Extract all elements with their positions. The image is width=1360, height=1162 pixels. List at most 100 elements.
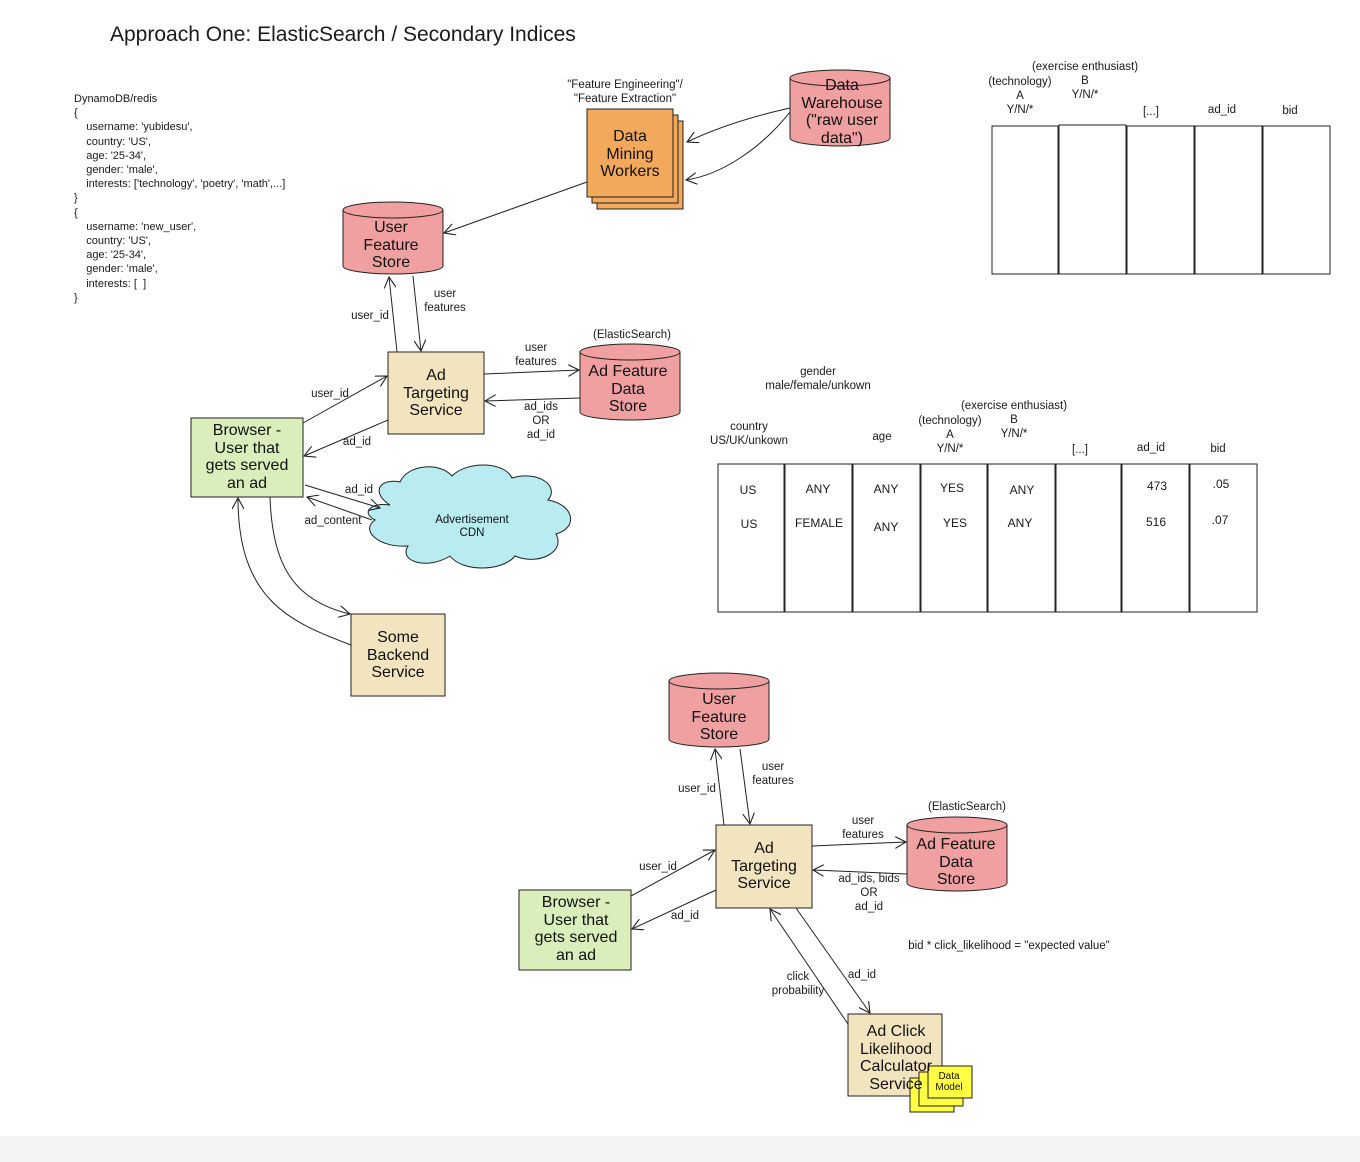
table2-cell: 516: [1145, 515, 1167, 529]
edge-label-ad-ids-or: ad_ids OR ad_id: [524, 401, 558, 441]
table1-header-more: [...]: [1143, 106, 1159, 118]
top-edges: [238, 107, 791, 646]
table2-cell: FEMALE: [794, 516, 844, 530]
edge-label-user-features-2: user features: [515, 342, 557, 368]
b-edge-label-user-features-1: user features: [752, 761, 794, 787]
some-backend-service[interactable]: [350, 613, 446, 697]
edge-b-service-to-calc: [795, 907, 870, 1013]
ad-targeting-service-top-label: Ad Targeting Service: [403, 366, 469, 419]
table2-cell: ANY: [1009, 483, 1035, 497]
table2-header-ad-id: ad_id: [1136, 442, 1166, 454]
user-feature-store-top-label: User Feature Store: [363, 218, 419, 271]
table2-cell: ANY: [873, 482, 899, 496]
edge-b-userstore-to-service: [739, 748, 750, 824]
user-feature-store-top[interactable]: [342, 201, 444, 275]
b-edge-label-user-features-2: user features: [842, 815, 884, 841]
b-edge-label-ad-id-2: ad_id: [847, 969, 877, 981]
data-warehouse-label: Data Warehouse ("raw user data"): [801, 77, 883, 147]
table2-header-gender: gender male/female/unkown: [765, 366, 871, 392]
table2-header-a: (technology) A Y/N/*: [918, 415, 982, 455]
expected-value-formula: bid * click_likelihood = "expected value…: [908, 940, 1110, 952]
edge-workers-to-warehouse: [686, 111, 791, 180]
edge-b-adstore-to-service: [813, 870, 908, 874]
edge-browser-to-backend: [269, 496, 350, 614]
elasticsearch-caption-bottom: (ElasticSearch): [928, 801, 1006, 813]
edge-cdn-to-browser: [307, 497, 373, 521]
data-mining-workers-label: Data Mining Workers: [600, 127, 660, 180]
ad-targeting-service-bottom[interactable]: [715, 824, 813, 909]
edge-label-user-features-1: user features: [424, 288, 466, 314]
table2-cell: YES: [942, 516, 968, 530]
table1-header-ad-id: ad_id: [1207, 104, 1237, 116]
edge-browser-to-cdn: [304, 484, 380, 508]
table2-cell: .05: [1212, 477, 1230, 491]
browser-top[interactable]: [190, 417, 304, 498]
ad-targeting-service-top[interactable]: [387, 351, 485, 435]
edge-b-browser-to-service: [630, 850, 715, 897]
table2-cell: ANY: [1007, 516, 1033, 530]
data-warehouse[interactable]: [789, 69, 891, 147]
browser-bottom[interactable]: [518, 889, 632, 971]
edge-userstore-to-service: [412, 275, 421, 351]
edge-label-ad-id-1: ad_id: [342, 436, 372, 448]
bottom-strip: [0, 1136, 1360, 1162]
edge-service-to-userstore: [389, 277, 398, 353]
user-record-example: DynamoDB/redis { username: 'yubidesu', c…: [74, 93, 286, 304]
ad-feature-store-bottom-label: Ad Feature Data Store: [916, 835, 996, 888]
user-feature-store-bottom-label: User Feature Store: [691, 690, 747, 743]
b-edge-label-ad-id-1: ad_id: [670, 910, 700, 922]
feature-engineering-caption: "Feature Engineering"/ "Feature Extracti…: [567, 79, 683, 105]
b-edge-label-click-probability: click probability: [771, 971, 825, 997]
edge-label-user-id-2: user_id: [311, 388, 349, 400]
table2-header-age: age: [872, 431, 892, 443]
table2-cell: ANY: [805, 482, 831, 496]
page-title: Approach One: ElasticSearch / Secondary …: [110, 23, 576, 46]
browser-top-label: Browser - User that gets served an ad: [205, 422, 289, 492]
advertisement-cdn[interactable]: [367, 464, 572, 569]
ad-feature-store-top[interactable]: [579, 343, 681, 421]
ad-feature-store-top-label: Ad Feature Data Store: [588, 362, 668, 415]
b-edge-label-user-id-2: user_id: [639, 861, 677, 873]
table1-header-b: (exercise enthusiast) B Y/N/*: [1031, 61, 1139, 101]
edge-browser-to-service: [302, 376, 387, 424]
table2-cell: US: [739, 483, 757, 497]
user-feature-store-bottom[interactable]: [668, 672, 770, 748]
ad-feature-store-bottom[interactable]: [906, 816, 1008, 892]
table2-cell: US: [740, 517, 758, 531]
edge-b-calc-to-service: [770, 909, 849, 1025]
ad-click-calculator-label: Ad Click Likelihood Calculator Service: [859, 1023, 933, 1093]
data-model-label: Data Model: [935, 1071, 963, 1093]
ad-targeting-service-bottom-label: Ad Targeting Service: [731, 839, 797, 892]
bottom-edges: [630, 748, 908, 1025]
table1-header-bid: bid: [1282, 105, 1298, 117]
table-one: [991, 124, 1331, 275]
b-edge-label-user-id-1: user_id: [678, 783, 716, 795]
table2-header-bid: bid: [1210, 443, 1226, 455]
edge-label-ad-content: ad_content: [304, 515, 362, 527]
table2-cell: .07: [1211, 513, 1229, 527]
table2-cell: YES: [939, 481, 965, 495]
advertisement-cdn-label: Advertisement CDN: [435, 514, 509, 539]
table2-header-more: [...]: [1072, 444, 1088, 456]
edge-b-service-to-adstore: [811, 842, 906, 846]
edge-service-to-browser: [304, 419, 389, 456]
table2-header-country: country US/UK/unkown: [710, 421, 788, 447]
data-mining-workers[interactable]: [586, 108, 684, 210]
some-backend-service-label: Some Backend Service: [366, 628, 430, 681]
edge-service-to-adstore: [483, 370, 579, 374]
elasticsearch-caption-top: (ElasticSearch): [593, 329, 671, 341]
b-edge-label-ad-ids-bids: ad_ids, bids OR ad_id: [838, 873, 900, 913]
data-model-stack[interactable]: [909, 1065, 973, 1113]
table-two: [717, 463, 1258, 613]
edge-backend-to-browser: [238, 498, 352, 646]
table2-cell: ANY: [873, 520, 899, 534]
edge-b-service-to-userstore: [715, 749, 725, 826]
table2-header-b: (exercise enthusiast) B Y/N/*: [960, 400, 1068, 440]
edge-label-user-id-1: user_id: [351, 310, 389, 322]
edge-warehouse-to-workers: [687, 107, 791, 142]
edge-workers-to-userstore: [444, 181, 588, 233]
table2-cell: 473: [1146, 479, 1168, 493]
edge-adstore-to-service: [485, 398, 581, 401]
browser-bottom-label: Browser - User that gets served an ad: [534, 894, 618, 964]
